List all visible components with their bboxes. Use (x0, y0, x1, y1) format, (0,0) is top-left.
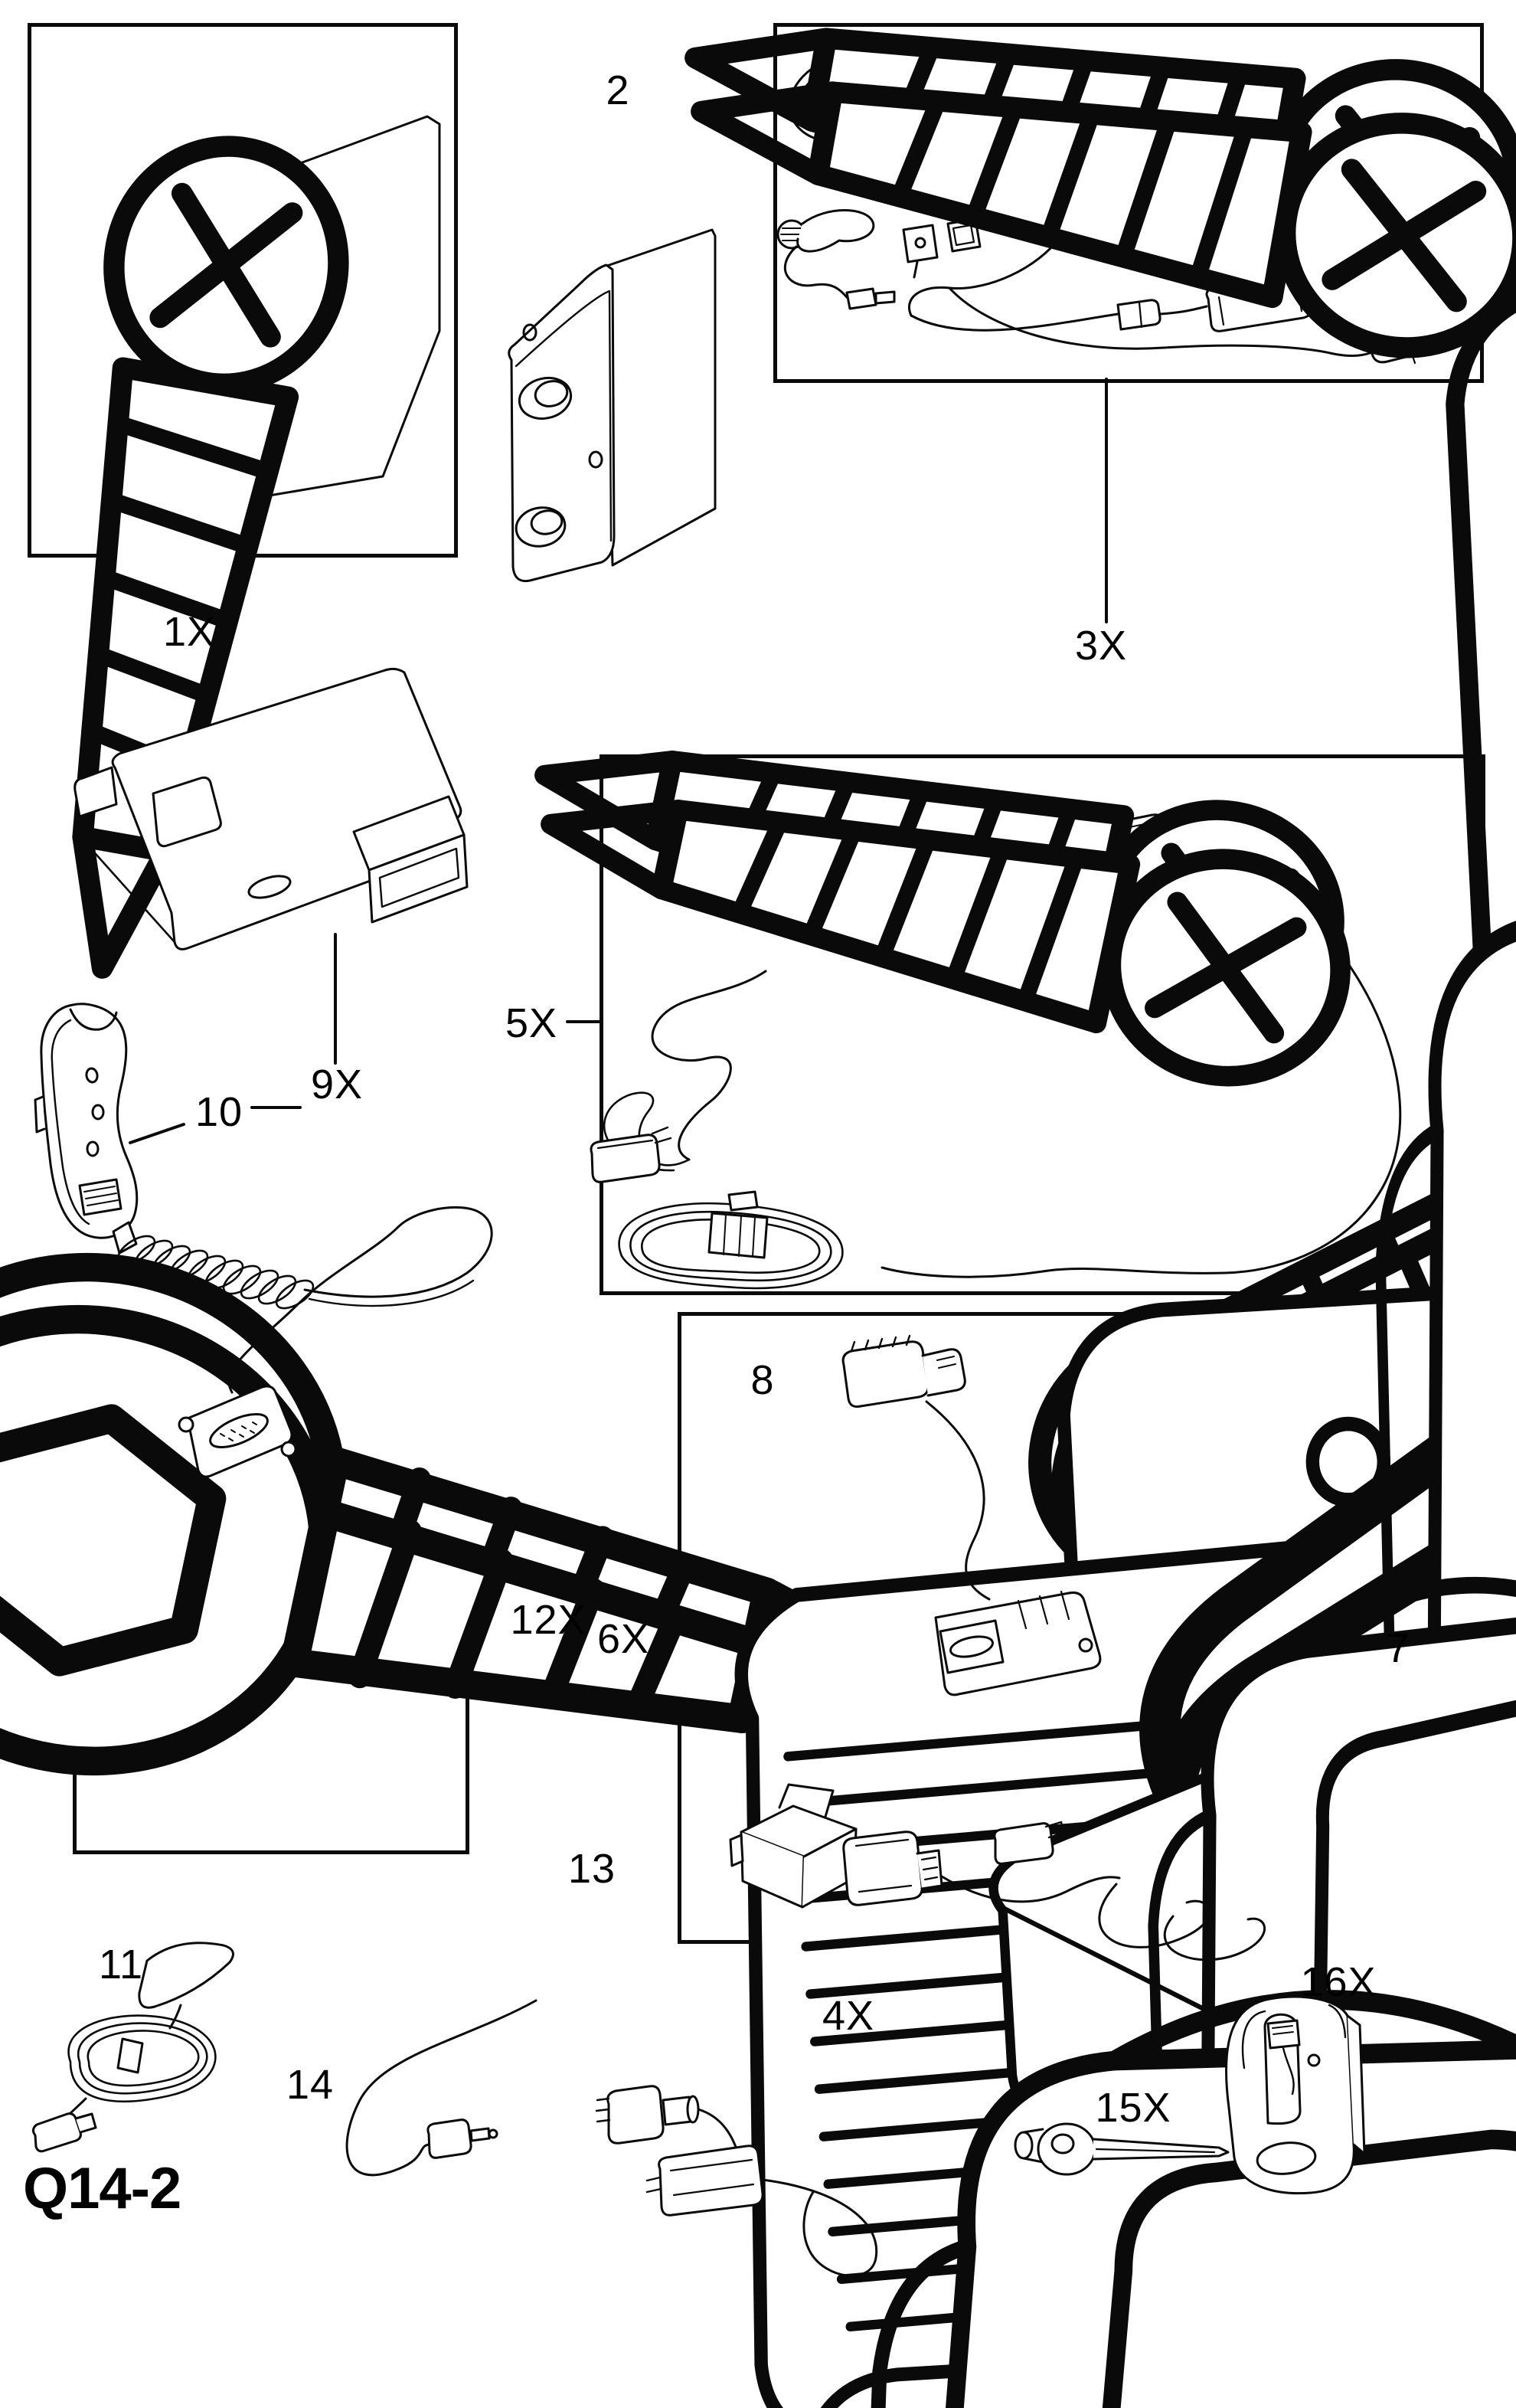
part-label-16x: 16X (1300, 1959, 1377, 2005)
cradle-4x-drawing (595, 1968, 1516, 2408)
page-code: Q14-2 (23, 2156, 181, 2221)
part-label-12x: 12X (510, 1597, 586, 1643)
cable-14-drawing (345, 1999, 537, 2177)
part-label-7: 7 (1386, 1625, 1410, 1671)
part-label-14: 14 (286, 2062, 335, 2108)
blanking-plug-icon (993, 1822, 1054, 1865)
control-unit-9x-drawing (74, 667, 469, 950)
part-label-13: 13 (567, 1846, 616, 1892)
connector-block-icon (842, 1831, 1121, 1906)
leader-10 (129, 1123, 185, 1144)
part-label-11: 11 (98, 1942, 144, 1988)
part-label-3x: 3X (1074, 623, 1128, 669)
part-label-2: 2 (606, 67, 630, 113)
phone-connector-icon (841, 1334, 966, 1408)
antenna-adapter-icon (595, 2085, 878, 2277)
handset-10-drawing (34, 1003, 493, 1478)
antenna-11-drawing (31, 1942, 234, 2153)
antenna-plug-icon (31, 2112, 82, 2153)
wiring-bundle-icon (618, 1190, 844, 1290)
coiled-cord-icon (116, 1235, 315, 1310)
part-label-9x: 9X (310, 1062, 364, 1107)
microphone-icon (776, 209, 896, 310)
part-label-8: 8 (750, 1357, 775, 1403)
part-label-1x: 1X (162, 609, 216, 655)
part-label-4x: 4X (822, 1993, 875, 2039)
holder-16x-drawing (1225, 1995, 1366, 2195)
part-label-15x: 15X (1095, 2085, 1171, 2131)
db15-adapter-icon (934, 1590, 1102, 1696)
part-label-6x: 6X (596, 1616, 650, 1662)
install-kit-6x-drawing (521, 668, 1516, 2408)
part-label-5x: 5X (505, 1000, 558, 1046)
part-label-10: 10 (194, 1089, 243, 1135)
speaker-cover-2-drawing (508, 228, 717, 583)
rivet-15x-drawing (1014, 2122, 1230, 2176)
blanking-plug-icon (590, 1134, 661, 1183)
audio-plug-icon (426, 2118, 472, 2159)
db15-connector-icon (178, 1369, 297, 1478)
